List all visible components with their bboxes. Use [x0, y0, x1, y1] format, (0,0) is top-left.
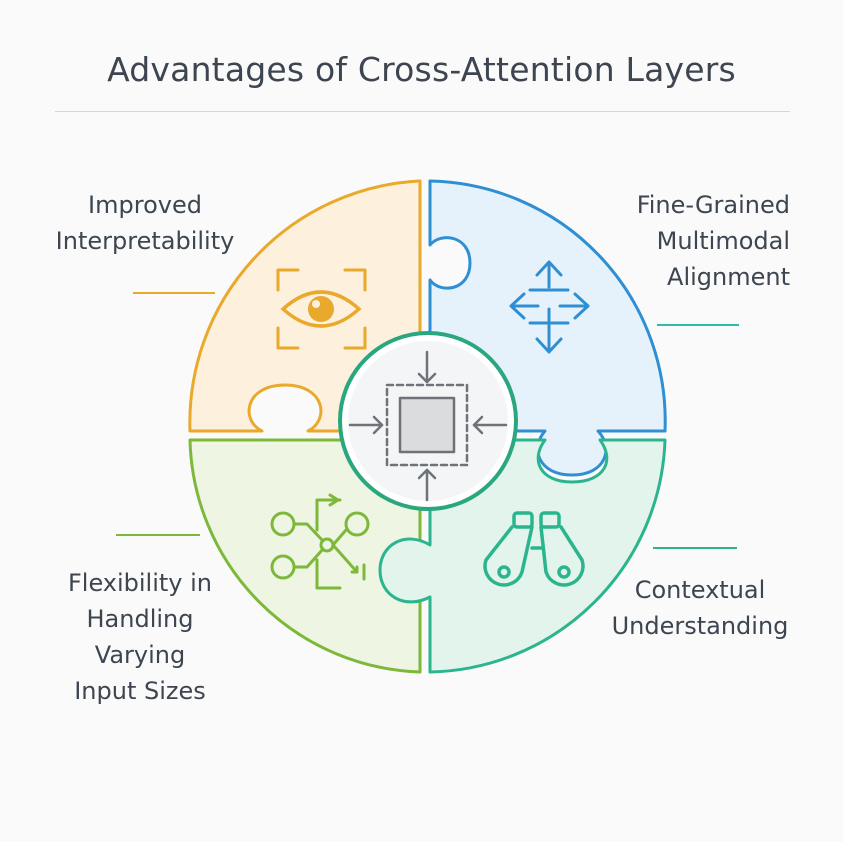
title-divider: [55, 111, 790, 112]
puzzle-piece-bottom-left: [188, 438, 422, 674]
converge-arrows-icon: [348, 350, 508, 502]
leader-line-top-left: [133, 292, 215, 294]
network-icon: [270, 493, 370, 590]
label-line: Flexibility in: [67, 569, 213, 597]
label-contextual-understanding: Contextual Understanding: [600, 572, 800, 644]
label-line: Varying: [94, 641, 186, 669]
move-arrows-icon: [509, 260, 590, 354]
label-line: Fine-Grained: [636, 191, 790, 219]
label-line: Understanding: [611, 612, 789, 640]
eye-icon: [276, 268, 367, 350]
label-line: Handling: [86, 605, 194, 633]
leader-line-top-right: [657, 324, 739, 326]
label-flexibility: Flexibility in Handling Varying Input Si…: [40, 565, 240, 709]
label-line: Input Sizes: [74, 677, 206, 705]
label-line: Alignment: [667, 263, 790, 291]
leader-line-bottom-right: [653, 547, 737, 549]
label-improved-interpretability: Improved Interpretability: [40, 187, 250, 259]
label-line: Improved: [88, 191, 202, 219]
page-title: Advantages of Cross-Attention Layers: [107, 50, 736, 89]
leader-line-bottom-left: [116, 534, 200, 536]
binoculars-icon: [483, 511, 585, 587]
label-fine-grained-alignment: Fine-Grained Multimodal Alignment: [590, 187, 790, 295]
label-line: Multimodal: [656, 227, 790, 255]
label-line: Contextual: [634, 576, 766, 604]
label-line: Interpretability: [55, 227, 235, 255]
